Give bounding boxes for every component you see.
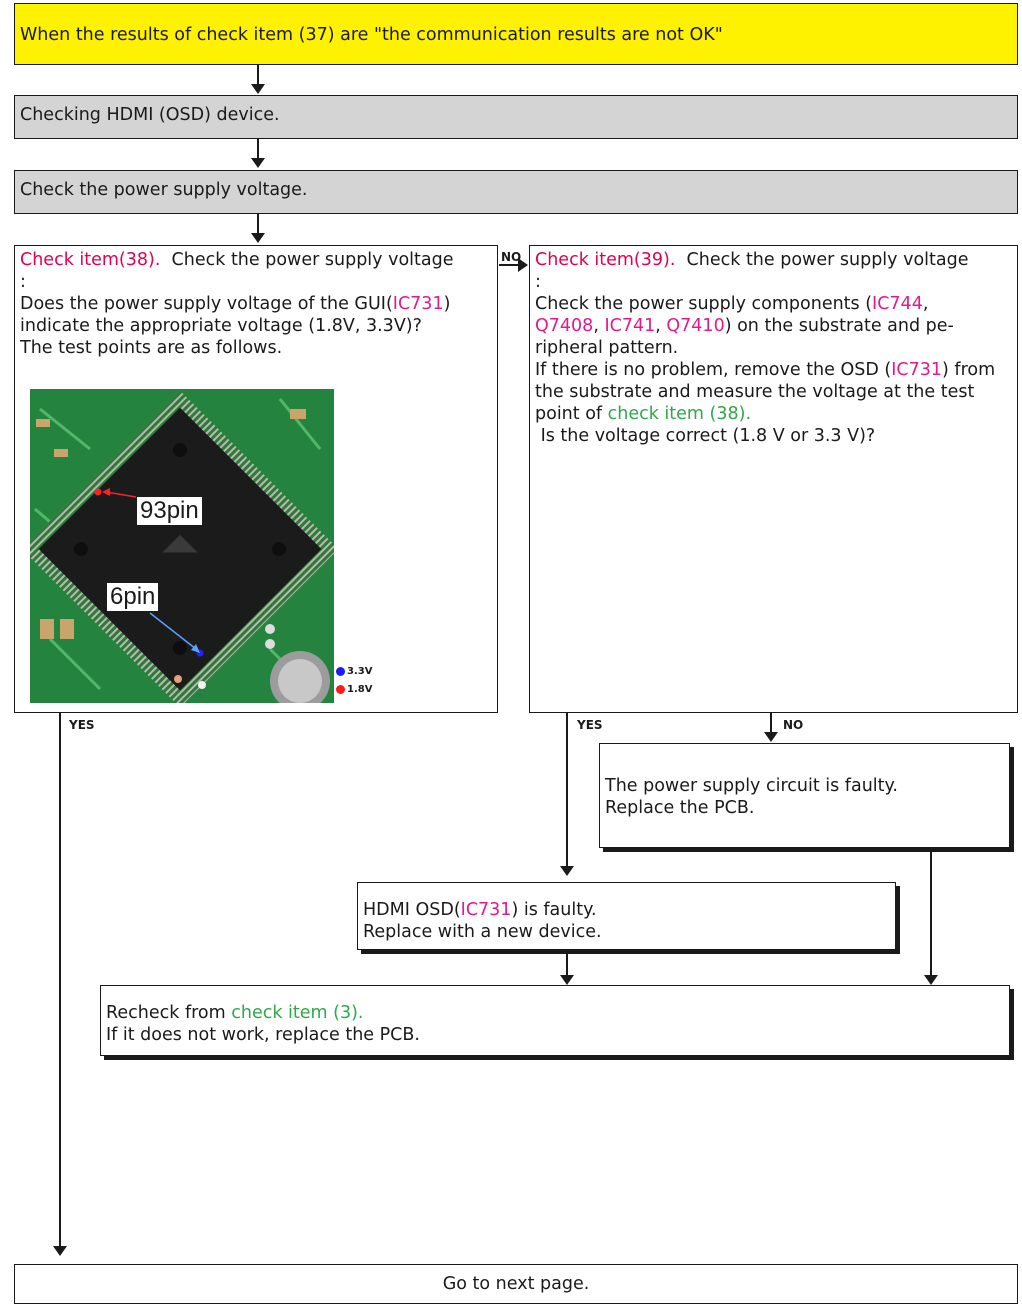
legend-1v8-label: 1.8V: [347, 684, 373, 695]
connector-line: [257, 139, 259, 161]
next-page-text: Go to next page.: [442, 1274, 590, 1294]
connector-line: [59, 713, 61, 1247]
separator: ,: [655, 316, 667, 336]
start-condition-text: When the results of check item (37) are …: [20, 25, 723, 45]
check-item-39-text: ) on the substrate and pe-ripheral patte…: [535, 316, 954, 358]
check-item-38-testpoints: The test points are as follows.: [20, 338, 283, 358]
red-dot-icon: [336, 685, 345, 694]
next-page-box[interactable]: Go to next page.: [14, 1264, 1018, 1304]
osd-faulty-text: ) is faulty.: [511, 900, 597, 920]
arrow-down-icon: [560, 866, 574, 876]
pcb-photo: [30, 389, 334, 703]
check-item-39-remove: If there is no problem, remove the OSD (…: [535, 359, 1012, 425]
callout-6pin: 6pin: [107, 583, 159, 611]
osd-faulty-line1: HDMI OSD(IC731) is faulty.: [363, 899, 890, 921]
label-no: NO: [501, 250, 522, 264]
ic731-ref: IC731: [891, 360, 943, 380]
q7410-ref: Q7410: [666, 316, 725, 336]
step-power-text: Check the power supply voltage.: [20, 180, 308, 200]
q7408-ref: Q7408: [535, 316, 594, 336]
check-item-38-text: Does the power supply voltage of the GUI…: [20, 294, 393, 314]
blue-dot-icon: [336, 667, 345, 676]
check-item-39-text: Check the power supply components (: [535, 294, 873, 314]
arrow-down-icon: [251, 233, 265, 243]
connector-line: [770, 713, 772, 733]
check-item-39-text: If there is no problem, remove the OSD (: [535, 360, 892, 380]
check-item-38-question: Does the power supply voltage of the GUI…: [20, 293, 492, 337]
legend-1v8: 1.8V: [336, 684, 372, 695]
check-item-39-question: Is the voltage correct (1.8 V or 3.3 V)?: [535, 426, 876, 446]
connector-line: [930, 852, 932, 976]
arrow-right-icon: [518, 258, 528, 272]
legend-3v3-label: 3.3V: [347, 666, 373, 677]
start-condition-box: When the results of check item (37) are …: [14, 3, 1018, 65]
check-item-39-heading: Check item(39). Check the power supply v…: [535, 249, 1012, 271]
check-item-38-title: Check item(38).: [20, 250, 161, 270]
check-item-39-text: ) from the substrate and measure the vol…: [535, 360, 996, 424]
callout-93pin: 93pin: [137, 497, 202, 525]
ic741-ref: IC741: [604, 316, 656, 336]
arrow-down-icon: [924, 975, 938, 985]
connector-line: [566, 954, 568, 976]
ic744-ref: IC744: [872, 294, 923, 314]
check-item-39-title: Check item(39).: [535, 250, 676, 270]
power-faulty-line2: Replace the PCB.: [605, 798, 755, 818]
recheck-line1: Recheck from check item (3).: [106, 1002, 1004, 1024]
pcb-photo-graphic: [30, 389, 334, 703]
check-item-3-link[interactable]: check item (3).: [231, 1003, 364, 1023]
separator: ,: [593, 316, 605, 336]
check-item-39-components: Check the power supply components (IC744…: [535, 293, 1012, 359]
recheck-text: Recheck from: [106, 1003, 232, 1023]
ic731-ref: IC731: [392, 294, 444, 314]
check-item-38-heading: Check item(38). Check the power supply v…: [20, 249, 492, 271]
check-item-38-colon: :: [20, 272, 26, 292]
arrow-down-icon: [764, 732, 778, 742]
power-faulty-box: The power supply circuit is faulty. Repl…: [599, 743, 1010, 848]
check-item-38-title-rest: Check the power supply voltage: [160, 250, 454, 270]
check-item-38-text: ) indicate the appropriate voltage (1.8V…: [20, 294, 451, 336]
check-item-38-link[interactable]: check item (38).: [607, 404, 752, 424]
osd-faulty-box: HDMI OSD(IC731) is faulty. Replace with …: [357, 882, 896, 950]
ic731-ref: IC731: [460, 900, 512, 920]
connector-line: [257, 214, 259, 236]
separator: ,: [922, 294, 929, 314]
power-faulty-line1: The power supply circuit is faulty.: [605, 776, 898, 796]
connector-line: [257, 65, 259, 87]
check-item-39-box: Check item(39). Check the power supply v…: [529, 245, 1018, 713]
osd-faulty-line2: Replace with a new device.: [363, 922, 602, 942]
label-yes: YES: [577, 718, 603, 732]
osd-faulty-text: HDMI OSD(: [363, 900, 461, 920]
recheck-box: Recheck from check item (3). If it does …: [100, 985, 1010, 1056]
label-no: NO: [783, 718, 804, 732]
arrow-down-icon: [53, 1246, 67, 1256]
arrow-down-icon: [251, 84, 265, 94]
connector-line: [499, 264, 519, 266]
legend-3v3: 3.3V: [336, 666, 372, 677]
label-yes: YES: [69, 718, 95, 732]
check-item-39-title-rest: Check the power supply voltage: [675, 250, 969, 270]
step-osd-text: Checking HDMI (OSD) device.: [20, 105, 280, 125]
step-osd-box: Checking HDMI (OSD) device.: [14, 95, 1018, 139]
connector-line: [566, 713, 568, 867]
step-power-box: Check the power supply voltage.: [14, 170, 1018, 214]
check-item-39-colon: :: [535, 272, 541, 292]
arrow-down-icon: [251, 158, 265, 168]
recheck-line2: If it does not work, replace the PCB.: [106, 1025, 420, 1045]
arrow-down-icon: [560, 975, 574, 985]
